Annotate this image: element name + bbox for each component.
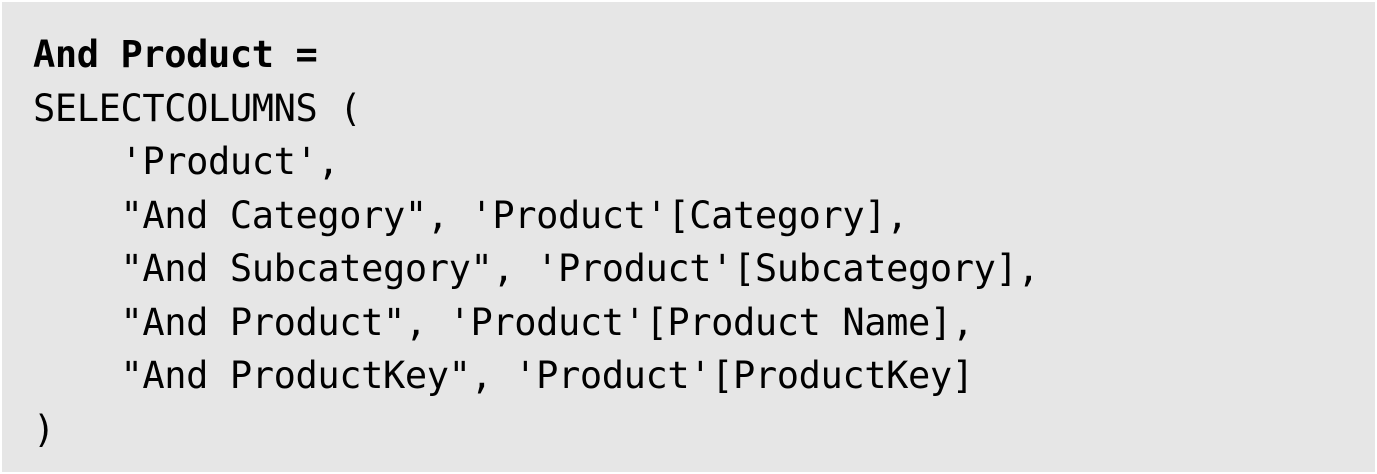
code-line: ) [33, 407, 55, 451]
code-line: SELECTCOLUMNS ( [33, 86, 362, 130]
code-line: "And Subcategory", 'Product'[Subcategory… [33, 247, 1040, 290]
code-line: "And Product", 'Product'[Product Name], [33, 300, 975, 344]
code-line: 'Product', [33, 140, 340, 183]
code-line: "And Category", 'Product'[Category], [33, 193, 909, 237]
code-line-title: And Product = [33, 33, 318, 76]
code-line: "And ProductKey", 'Product'[ProductKey] [33, 354, 975, 397]
